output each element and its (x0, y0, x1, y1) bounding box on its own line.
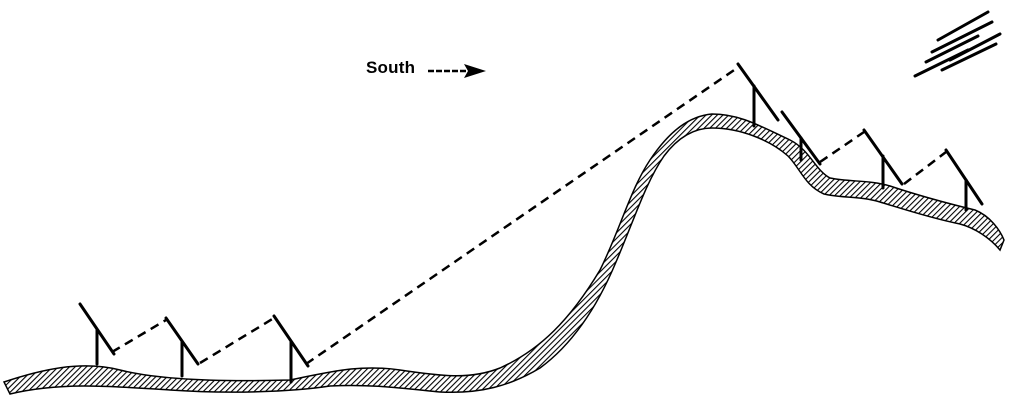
hatched-ground-icon (2, 113, 1005, 395)
south-direction-label: South (366, 58, 416, 77)
shadow-lines (111, 64, 947, 366)
arrow-right-icon (428, 64, 486, 78)
solar-collector-icon (78, 62, 984, 384)
sun-rays-icon (913, 10, 1002, 78)
